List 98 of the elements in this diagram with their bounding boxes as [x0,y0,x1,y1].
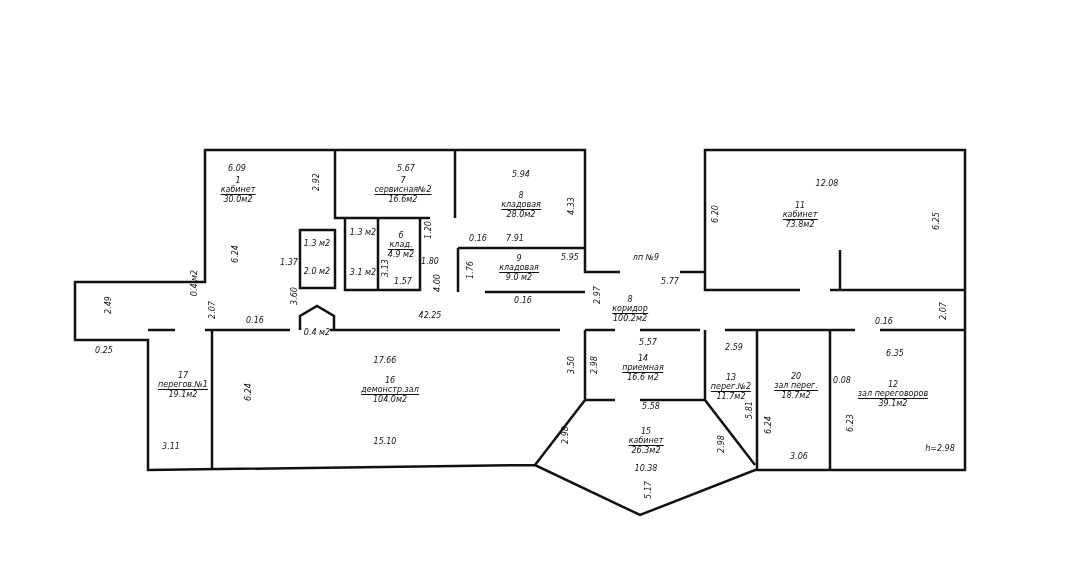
dimension-label: 0.16 [469,233,487,243]
dimension-label: 6.25 [931,212,941,230]
room-area-label: 30.0м2 [222,195,254,204]
dimension-label: 15.10 [373,436,397,446]
room-area-label: 26.3м2 [630,446,662,455]
dimension-label: 2.98 [716,435,726,453]
room-number: 6 [397,231,405,240]
dimension-label: 0.08 [833,375,851,385]
room-area-label: 18.7м2 [780,391,812,400]
room-name: сервисная№2 [374,185,432,195]
dimension-label: 6.24 [243,383,253,401]
dimension-label: 5.81 [744,401,754,419]
room-name: кабинет [628,436,664,446]
dimension-label: 2.07 [938,302,948,320]
dimension-label: 5.17 [643,481,653,499]
room-area-label: 39.1м2 [877,399,909,408]
dimension-label: 2.07 [207,301,217,319]
room-name: клад. [387,240,415,250]
dimension-label: 2.98 [589,356,599,374]
dimension-label: лп №9 [632,252,660,262]
room-name: кладовая [501,200,541,210]
room-name: приемная [622,363,664,373]
room-area-label: 11.7м2 [715,392,747,401]
dimension-label: 6.20 [710,205,720,223]
room-area-label: 1.3 м2 [303,238,331,248]
dimension-label: 3.50 [566,356,576,374]
room-area-label: 0.4 м2 [303,327,331,337]
dimension-label: 2.92 [311,173,321,191]
room-number: 1 [234,176,242,185]
room-name: зал переговоров [857,389,929,399]
dimension-label: 1.80 [421,256,439,266]
room-number: 7 [399,176,407,185]
room-name: зал перег. [774,381,818,391]
dimension-label: h=2.98 [925,443,955,453]
room-area-label: 3.1 м2 [349,267,377,277]
dimension-label: 6.35 [886,348,904,358]
dimension-label: 0.4 м2 [189,269,199,297]
dimension-label: 2.59 [725,342,743,352]
room-area-label: 16.6м2 [387,195,419,204]
dimension-label: 2.97 [592,286,602,304]
dimension-label: 5.95 [561,252,579,262]
dimension-label: 1.76 [465,261,475,279]
dimension-label: 3.60 [289,287,299,305]
room-name: кладовая [499,263,539,273]
dimension-label: 5.94 [512,169,530,179]
room-name: перег.№2 [710,382,752,392]
room-number: 12 [886,380,900,389]
room-number: 13 [724,373,738,382]
room-area-label: 2.0 м2 [303,266,331,276]
room-number: 14 [636,354,650,363]
room-number: 16 [383,376,397,385]
room-area-label: 16.6 м2 [626,373,660,382]
room-name: демонстр.зал [361,385,419,395]
dimension-label: 3.06 [790,451,808,461]
dimension-label: 4.00 [432,274,442,292]
room-name: кабинет [220,185,256,195]
room-area-label: 19.1м2 [167,390,199,399]
dimension-label: 5.77 [661,276,679,286]
room-number: 20 [789,372,803,381]
room-area-label: 100.2м2 [612,314,648,323]
room-area-label: 73.8м2 [784,220,816,229]
room-area-label: 104.0м2 [372,395,408,404]
dimension-label: 1.20 [423,221,433,239]
dimension-label: 42.25 [418,310,442,320]
dimension-label: 0.25 [95,345,113,355]
room-area-label: 1.3 м2 [349,227,377,237]
room-area-label: 28.0м2 [505,210,537,219]
dimension-label: 3.13 [380,259,390,277]
room-name: коридор [612,304,648,314]
room-number: 9 [515,254,523,263]
dimension-label: 3.11 [162,441,180,451]
dimension-label: 6.09 [228,163,246,173]
room-number: 8 [517,191,525,200]
room-area-label: 9.0 м2 [504,273,534,282]
dimension-label: 6.24 [763,416,773,434]
room-number: 17 [176,371,190,380]
room-number: 11 [793,201,807,210]
dimension-label: 4.33 [566,197,576,215]
room-number: 8 [626,295,634,304]
dimension-label: 17.66 [373,355,397,365]
dimension-label: 10.38 [634,463,658,473]
dimension-label: 12.08 [815,178,839,188]
room-number: 15 [639,427,653,436]
dimension-label: 2.49 [103,296,113,314]
dimension-label: 5.57 [639,337,657,347]
dimension-label: 6.23 [845,414,855,432]
room-name: перегов.№1 [158,380,208,390]
dimension-label: 1.57 [394,276,412,286]
room-area-label: 4.9 м2 [387,250,415,259]
dimension-label: 0.16 [246,315,264,325]
room-name: кабинет [782,210,818,220]
dimension-label: 5.67 [397,163,415,173]
dimension-label: 0.16 [875,316,893,326]
dimension-label: 6.24 [230,245,240,263]
dimension-label: 5.58 [642,401,660,411]
dimension-label: 0.16 [514,295,532,305]
dimension-label: 7.91 [506,233,524,243]
dimension-label: 1.37 [280,257,298,267]
